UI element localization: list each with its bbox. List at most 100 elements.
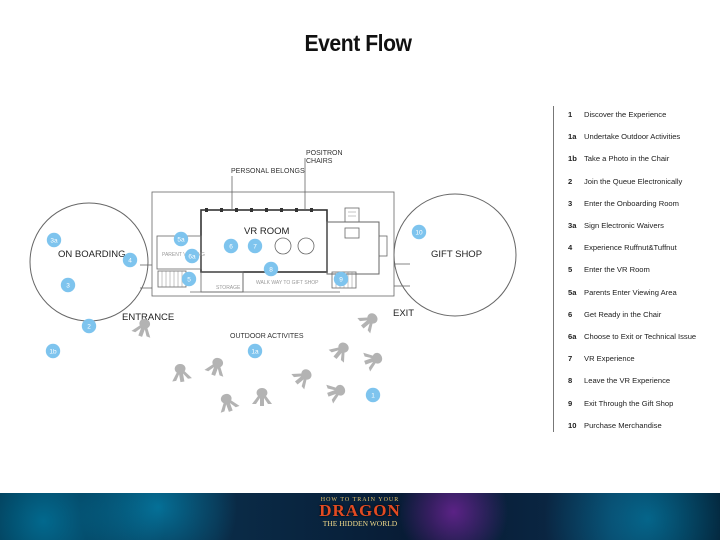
legend-step-number: 1b xyxy=(568,154,577,164)
step-marker-label: 1 xyxy=(371,393,375,400)
logo-top-text: HOW TO TRAIN YOUR xyxy=(320,497,400,503)
legend-item: 6a Choose to Exit or Technical Issue xyxy=(568,332,696,341)
legend-item: 1 Discover the Experience xyxy=(568,110,666,119)
step-marker-dot xyxy=(184,248,200,264)
legend-step-number: 5 xyxy=(568,265,573,275)
step-marker-dot xyxy=(223,238,239,254)
step-marker-dot xyxy=(122,252,138,268)
legend-step-text: Undertake Outdoor Activities xyxy=(584,132,681,142)
label-storage: STORAGE xyxy=(216,285,241,291)
step-marker-dot xyxy=(333,271,349,287)
legend-item: 5a Parents Enter Viewing Area xyxy=(568,288,677,297)
legend-step-text: Parents Enter Viewing Area xyxy=(584,287,677,297)
legend-item: 8 Leave the VR Experience xyxy=(568,376,670,385)
step-marker-dot xyxy=(263,261,279,277)
step-marker-label: 6a xyxy=(188,254,196,261)
footprint-icon xyxy=(220,393,240,413)
step-marker-label: 5 xyxy=(187,277,191,284)
step-marker: 3a xyxy=(46,232,62,248)
logo-bottom-text: THE HIDDEN WORLD xyxy=(322,519,398,528)
step-marker-label: 2 xyxy=(87,324,91,331)
legend-step-text: Purchase Merchandise xyxy=(584,420,662,430)
legend-step-number: 6a xyxy=(568,332,577,341)
legend-step-text: Enter the Onboarding Room xyxy=(584,198,679,208)
wall-post xyxy=(280,208,283,212)
label-walkway: WALK WAY TO GIFT SHOP xyxy=(256,280,319,286)
step-marker-label: 10 xyxy=(415,230,423,237)
legend-step-number: 9 xyxy=(568,398,573,408)
logo-main-text: DRAGON xyxy=(319,501,401,520)
step-marker-label: 7 xyxy=(253,244,257,251)
footprint-icon xyxy=(328,342,349,363)
footprint-icon xyxy=(357,313,378,334)
legend-step-text: Sign Electronic Waivers xyxy=(584,221,664,230)
step-marker-dot xyxy=(181,271,197,287)
label-exit: EXIT xyxy=(393,308,414,319)
legend-step-text: Discover the Experience xyxy=(584,110,667,119)
step-marker-dot xyxy=(60,277,76,293)
step-marker: 3 xyxy=(60,277,76,293)
step-marker: 7 xyxy=(247,238,263,254)
wall-post xyxy=(310,208,313,212)
label-entrance: ENTRANCE xyxy=(122,312,174,323)
legend-step-number: 3 xyxy=(568,198,573,208)
step-marker-label: 3a xyxy=(50,238,58,245)
step-marker-dot xyxy=(365,387,381,403)
footer-banner xyxy=(0,493,720,540)
footprint-icon xyxy=(363,352,383,372)
step-marker-dot xyxy=(247,343,263,359)
legend-step-number: 1 xyxy=(568,110,573,119)
legend-step-number: 1a xyxy=(568,132,577,142)
label-positron-1: POSITRON xyxy=(306,150,343,157)
step-marker-dot xyxy=(173,231,189,247)
wall-post xyxy=(220,208,223,212)
step-marker: 1b xyxy=(45,343,61,359)
step-marker-dot xyxy=(45,343,61,359)
step-marker-dot xyxy=(81,318,97,334)
step-marker-label: 1b xyxy=(49,349,57,356)
step-marker-dot xyxy=(411,224,427,240)
step-marker-label: 8 xyxy=(269,267,273,274)
page-title: Event Flow xyxy=(304,30,412,56)
step-marker: 1 xyxy=(365,387,381,403)
legend-item: 2 Join the Queue Electronically xyxy=(568,177,682,186)
wall-post xyxy=(205,208,208,212)
step-marker: 2 xyxy=(81,318,97,334)
wall-post xyxy=(235,208,238,212)
step-marker: 6 xyxy=(223,238,239,254)
label-vr-room: VR ROOM xyxy=(244,226,289,237)
legend-step-number: 5a xyxy=(568,287,577,297)
label-outdoor: OUTDOOR ACTIVITES xyxy=(230,333,304,340)
legend-step-number: 8 xyxy=(568,376,573,386)
legend-step-number: 2 xyxy=(568,176,573,186)
label-parent-viewing: PARENT VIEWING xyxy=(162,252,205,258)
footprint-icon xyxy=(204,357,224,377)
footprint-icon xyxy=(172,363,192,383)
legend-step-number: 6 xyxy=(568,309,573,319)
footprint-trail xyxy=(131,313,383,413)
step-marker: 1a xyxy=(247,343,263,359)
legend-step-number: 7 xyxy=(568,354,573,364)
step-marker-label: 6 xyxy=(229,244,233,251)
step-marker: 5 xyxy=(181,271,197,287)
floor-plan: ON BOARDING GIFT SHOP VR ROOM POSITRON C… xyxy=(29,150,517,413)
step-marker-dot xyxy=(247,238,263,254)
wall-post xyxy=(265,208,268,212)
wall-post xyxy=(295,208,298,212)
legend-step-text: Leave the VR Experience xyxy=(584,376,671,386)
legend-item: 1a Undertake Outdoor Activities xyxy=(568,132,680,141)
step-marker: 9 xyxy=(333,271,349,287)
legend-step-text: Join the Queue Electronically xyxy=(584,176,683,186)
legend-step-text: Choose to Exit or Technical Issue xyxy=(584,332,697,341)
footprint-icon xyxy=(131,318,151,338)
step-marker: 6a xyxy=(184,248,200,264)
label-gift-shop: GIFT SHOP xyxy=(431,249,482,260)
label-on-boarding: ON BOARDING xyxy=(58,249,126,260)
